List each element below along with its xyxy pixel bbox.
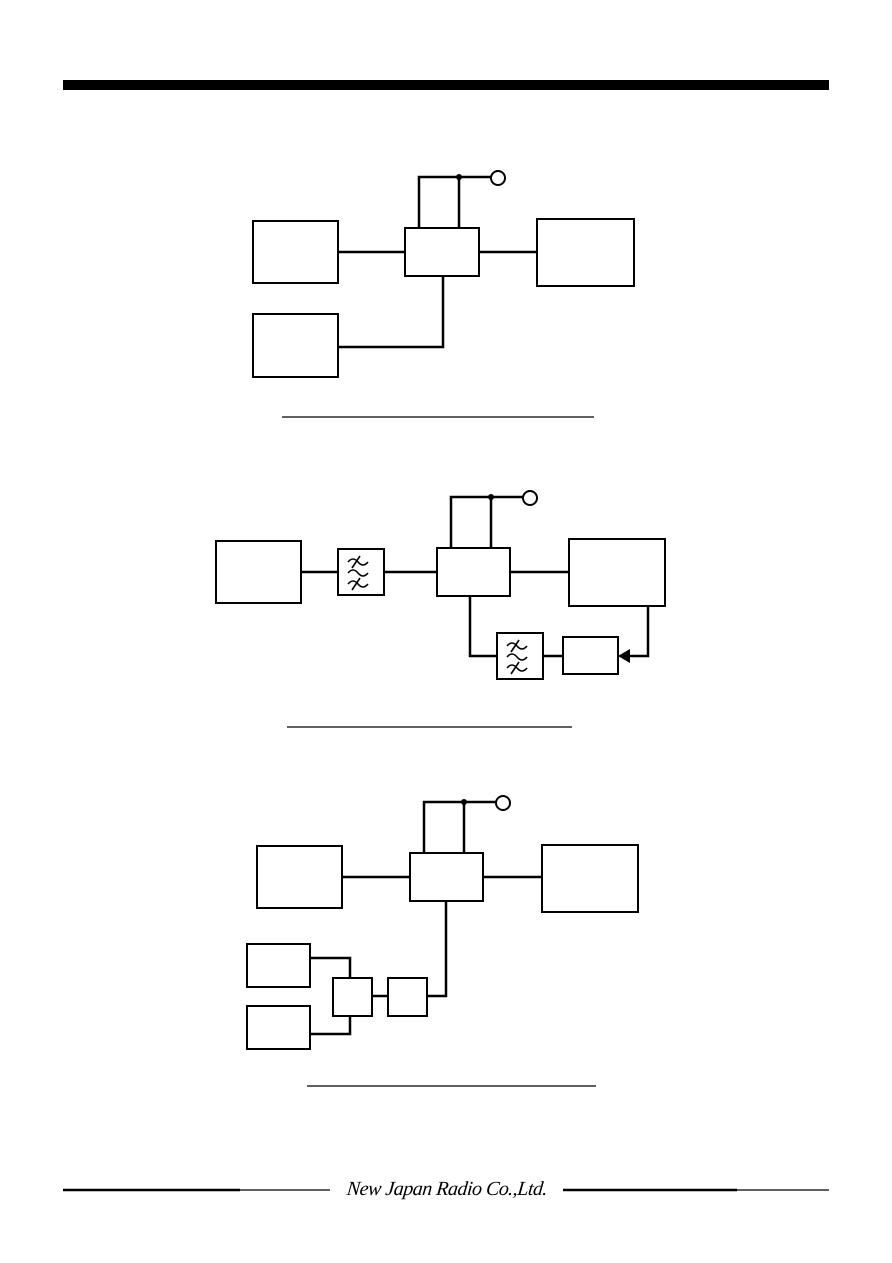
block-left [256, 845, 343, 909]
filter-wave-icon [347, 555, 369, 591]
header-rule [63, 80, 829, 90]
junction-dot [488, 494, 494, 500]
block-center [404, 227, 480, 277]
arrow-head [618, 649, 630, 663]
connection-lines [310, 800, 542, 1036]
filter-box-lower [496, 632, 544, 680]
company-logo: New Japan Radio Co.,Ltd. [345, 1178, 549, 1200]
block-small [562, 636, 619, 675]
block-center [409, 852, 484, 902]
block-stage [387, 977, 428, 1017]
terminal-circle-icon [522, 490, 538, 506]
filter-wave-icon [506, 639, 528, 675]
junction-dot [461, 799, 467, 805]
block-left-upper [252, 220, 339, 284]
diagram-figure-2 [215, 490, 666, 728]
junction-dot [456, 174, 462, 180]
terminal-circle-icon [495, 795, 511, 811]
connection-lines [338, 175, 537, 349]
block-left [215, 540, 302, 604]
filter-box-upper [337, 548, 385, 596]
block-center [436, 547, 511, 597]
block-source-lower [246, 1005, 311, 1050]
block-right [541, 844, 639, 913]
diagram-figure-1 [252, 170, 635, 418]
connection-lines [301, 495, 650, 658]
block-mixer [332, 977, 373, 1017]
diagram-figure-3 [246, 795, 639, 1087]
block-left-lower [252, 313, 339, 378]
block-right [536, 218, 635, 287]
block-source-upper [246, 943, 311, 988]
block-right [568, 538, 666, 607]
terminal-circle-icon [490, 170, 506, 186]
